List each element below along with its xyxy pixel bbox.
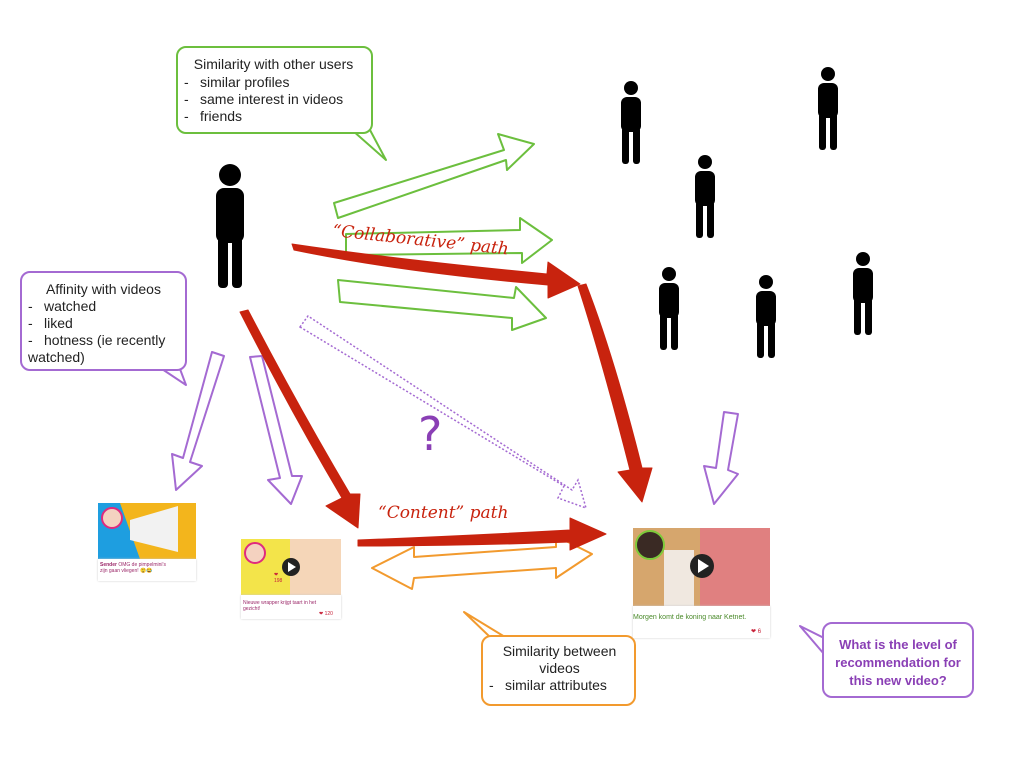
content-path-arrow [357,517,607,551]
bubble-tail [463,611,506,638]
similarity-arrow [345,217,553,264]
affinity-arrow [171,351,225,491]
list-item: watched [28,298,179,315]
video-card-2[interactable]: Nieuwe wrapper krijgt taart in het gezic… [241,595,341,619]
affinity-arrow [249,355,303,505]
list-item: liked [28,315,179,332]
other-user-figure [695,155,715,238]
video-thumbnail-3 [633,528,770,606]
similarity-arrow [333,133,535,219]
recommendation-question-bubble: What is the level of recommendation for … [822,622,974,698]
other-user-figure [853,252,873,335]
collaborative-path-arrow [291,243,581,299]
bubble-title: Similarity between videos [502,643,617,676]
list-item: hotness (ie recently watched) [28,332,179,366]
video-similarity-arrow [371,535,593,590]
list-item: same interest in videos [184,91,363,108]
other-user-figure [756,275,776,358]
likes-count: ❤ 120 [319,611,333,617]
other-user-figure [621,81,641,164]
caption-author: Sender [100,562,117,568]
affinity-arrow [703,411,739,505]
bubble-title: Similarity with other users [193,56,354,72]
video-caption: Nieuwe wrapper krijgt taart in het gezic… [243,600,317,612]
unknown-arrow [298,314,588,510]
video-card-1[interactable]: Sender OMG de pimpelmini's zijn gaan vli… [98,559,282,584]
video-card-3[interactable]: Morgen komt de koning naar Ketnet. ❤ 6 [633,606,770,638]
list-item: similar attributes [489,677,630,694]
video-similarity-bubble: Similarity between videos similar attrib… [481,635,636,706]
video-thumbnail-1 [98,503,196,559]
likes-count: ❤ 198 [274,572,283,584]
likes-count: ❤ 6 [751,629,762,635]
other-user-figure [659,267,679,350]
bubble-tail [799,625,825,655]
similarity-arrow [337,279,547,331]
user-figure [216,164,244,288]
list-item: similar profiles [184,74,363,91]
bubble-tail [161,368,187,386]
collaborative-path-arrow [577,283,653,503]
content-path-arrow [239,309,361,529]
unknown-question-mark: ? [418,407,442,461]
user-similarity-bubble: Similarity with other users similar prof… [176,46,373,134]
video-caption: OMG de pimpelmini's zijn gaan vliegen! 😲… [100,562,166,574]
bubble-tail [351,129,387,161]
video-caption: Morgen komt de koning naar Ketnet. [633,614,747,621]
other-user-figure [818,67,838,150]
content-path-label: “Content” path [378,503,508,523]
video-thumbnail-2 [241,539,341,595]
bubble-title: Affinity with videos [46,281,161,297]
video-affinity-bubble: Affinity with videos watched liked hotne… [20,271,187,371]
list-item: friends [184,108,363,125]
